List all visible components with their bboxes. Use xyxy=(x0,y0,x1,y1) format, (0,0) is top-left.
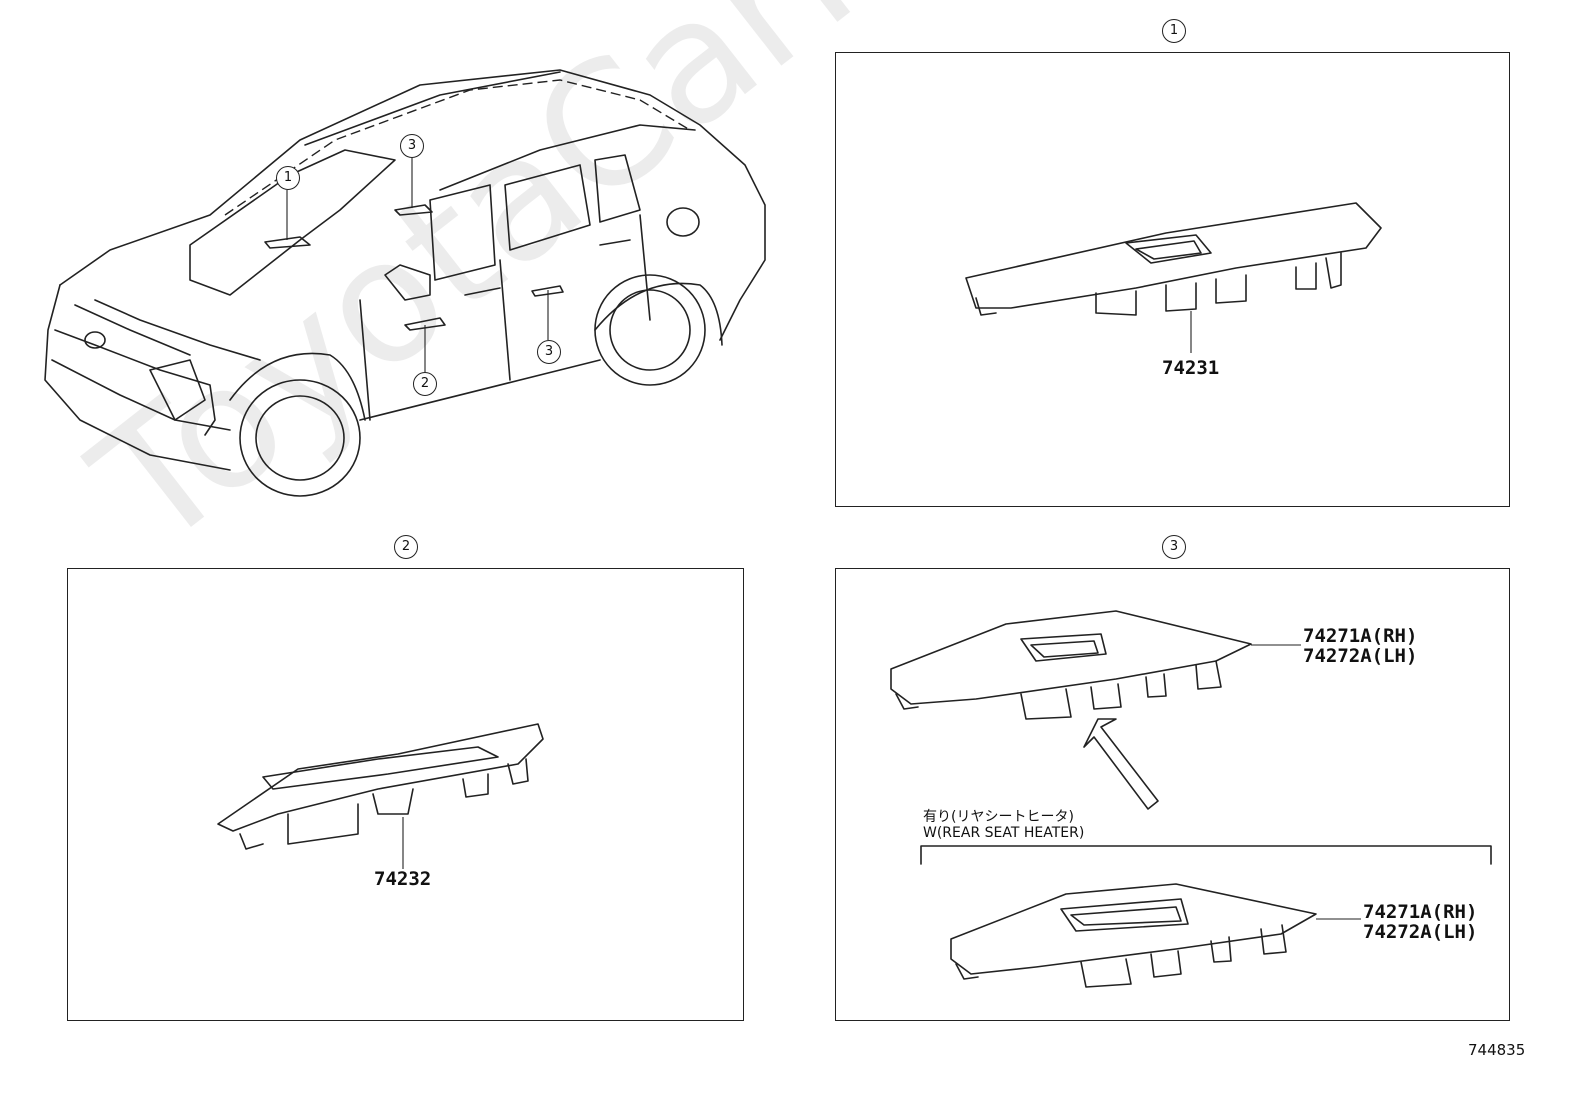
panel-2-callout: 2 xyxy=(394,535,418,559)
part-number-74232: 74232 xyxy=(374,868,432,890)
part-74231-illustration xyxy=(965,202,1382,353)
callout-3-vehicle-rear: 3 xyxy=(400,134,424,158)
part-number-upper-rh: 74271A(RH) xyxy=(1303,625,1418,647)
part-number-upper-lh: 74272A(LH) xyxy=(1303,645,1418,667)
condition-note-en: W(REAR SEAT HEATER) xyxy=(923,825,1085,841)
part-number-lower-rh: 74271A(RH) xyxy=(1363,901,1478,923)
part-74271a-74272a-illustration xyxy=(890,610,1492,988)
drawing-number: 744835 xyxy=(1468,1041,1526,1059)
condition-note-jp: 有り(リヤシートヒータ) xyxy=(923,809,1074,825)
panel-1: 74231 xyxy=(835,52,1510,507)
panel-2: 74232 xyxy=(67,568,744,1021)
part-74232-illustration xyxy=(217,723,544,869)
callout-2-vehicle: 2 xyxy=(413,372,437,396)
panel-3: 74271A(RH) 74272A(LH) 有り(リヤシートヒータ) W(REA… xyxy=(835,568,1510,1021)
part-number-lower-lh: 74272A(LH) xyxy=(1363,921,1478,943)
callout-3-vehicle-side: 3 xyxy=(537,340,561,364)
panel-3-callout: 3 xyxy=(1162,535,1186,559)
part-number-74231: 74231 xyxy=(1162,357,1220,379)
panel-1-callout: 1 xyxy=(1162,19,1186,43)
callout-1-vehicle: 1 xyxy=(276,166,300,190)
vehicle-overview-illustration xyxy=(44,69,766,497)
